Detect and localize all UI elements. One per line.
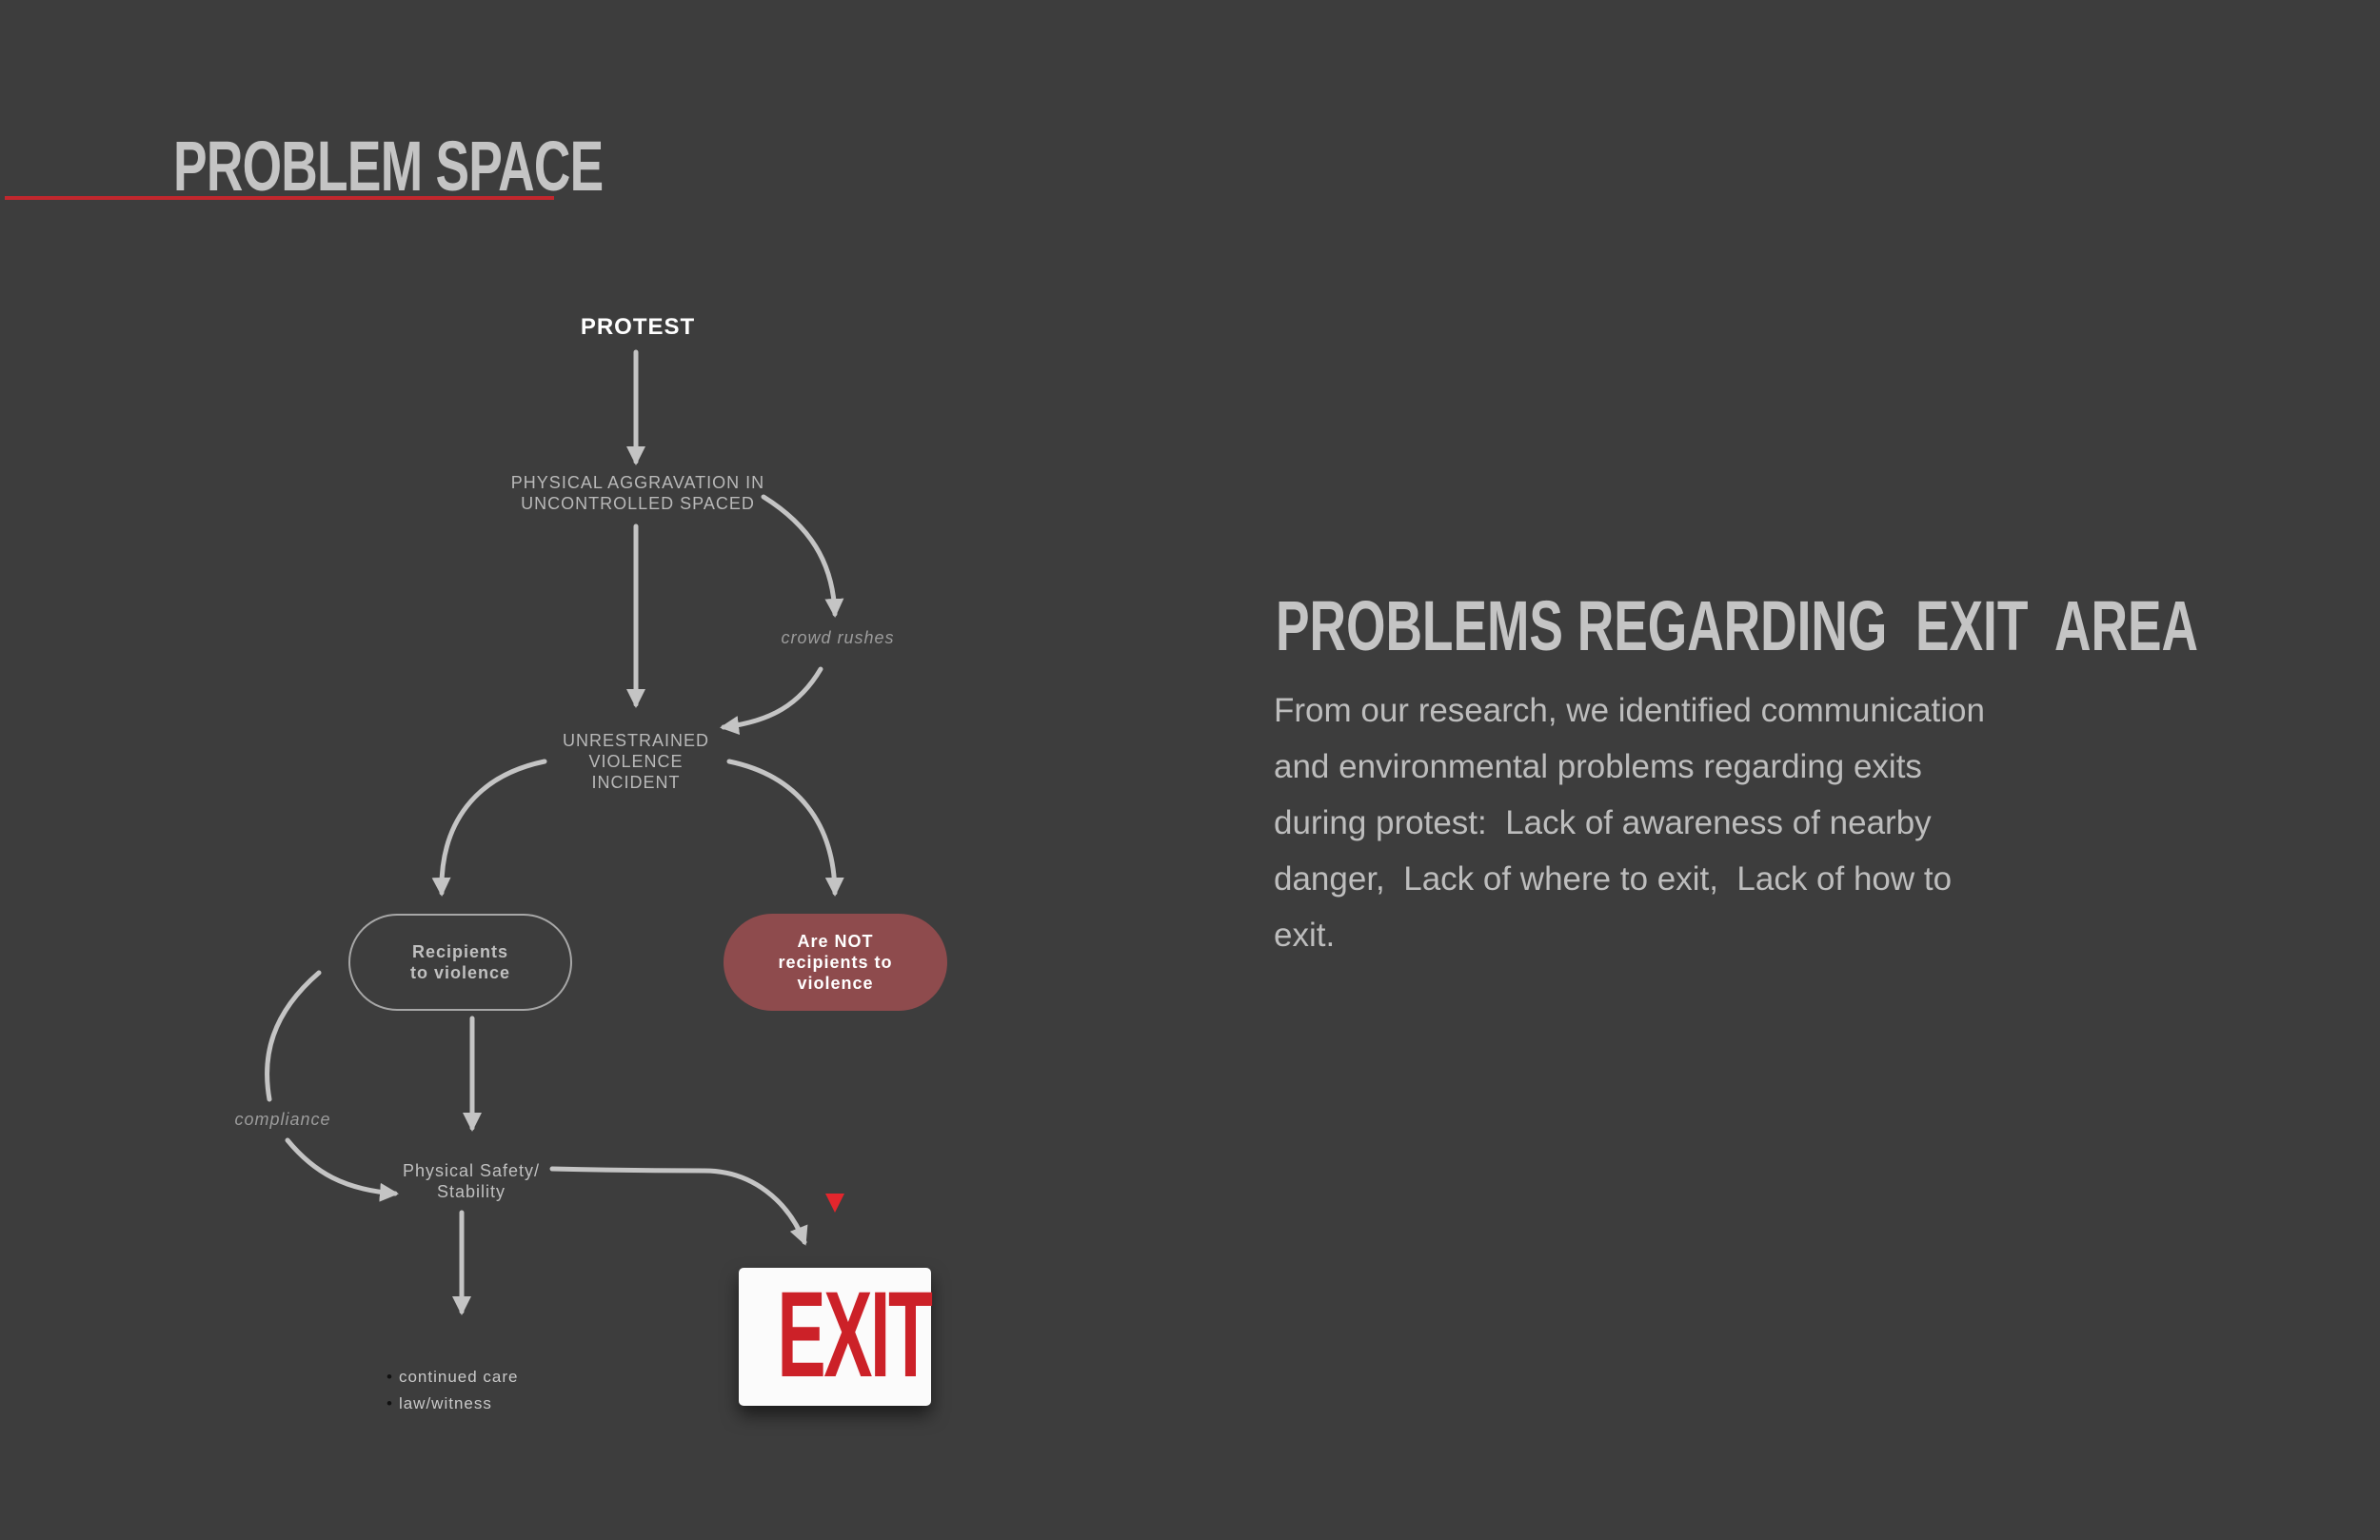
node-violence-incident: UNRESTRAINED VIOLENCE INCIDENT xyxy=(562,731,709,792)
arrow-recipients-compliance xyxy=(265,970,322,1102)
title-underline xyxy=(5,196,554,200)
list-item: continued care xyxy=(390,1364,518,1391)
body-paragraph: From our research, we identified communi… xyxy=(1274,692,1985,954)
list-item: law/witness xyxy=(390,1391,518,1417)
outcomes-list: continued care law/witness xyxy=(390,1364,518,1417)
recipients-label: Recipients to violence xyxy=(409,942,511,982)
arrow-violence-to-recipients xyxy=(431,759,547,897)
node-physical-aggravation: PHYSICAL AGGRAVATION IN UNCONTROLLED SPA… xyxy=(510,473,765,513)
node-physical-safety: Physical Safety/ Stability xyxy=(402,1161,541,1201)
not-recipients-label: Are NOT recipients to violence xyxy=(778,932,893,993)
label-compliance: compliance xyxy=(234,1110,331,1129)
section-title: PROBLEMS REGARDING EXIT AREA xyxy=(1276,586,2198,665)
exit-sign-text: EXIT xyxy=(777,1267,932,1403)
node-not-recipients: Are NOT recipients to violence xyxy=(724,914,947,1011)
arrow-safety-to-exit xyxy=(549,1166,808,1246)
page-title: PROBLEM SPACE xyxy=(173,127,604,206)
arrow-aggravation-crowd-rushes xyxy=(761,494,844,618)
arrow-violence-to-not-recipients xyxy=(726,759,844,897)
arrow-compliance-to-safety xyxy=(285,1137,399,1202)
label-crowd-rushes: crowd rushes xyxy=(781,628,895,647)
node-protest: PROTEST xyxy=(580,314,696,340)
node-recipients-to-violence: Recipients to violence xyxy=(348,914,572,1011)
exit-sign-image: EXIT xyxy=(739,1267,933,1406)
arrow-crowd-rushes-to-violence xyxy=(720,666,823,736)
